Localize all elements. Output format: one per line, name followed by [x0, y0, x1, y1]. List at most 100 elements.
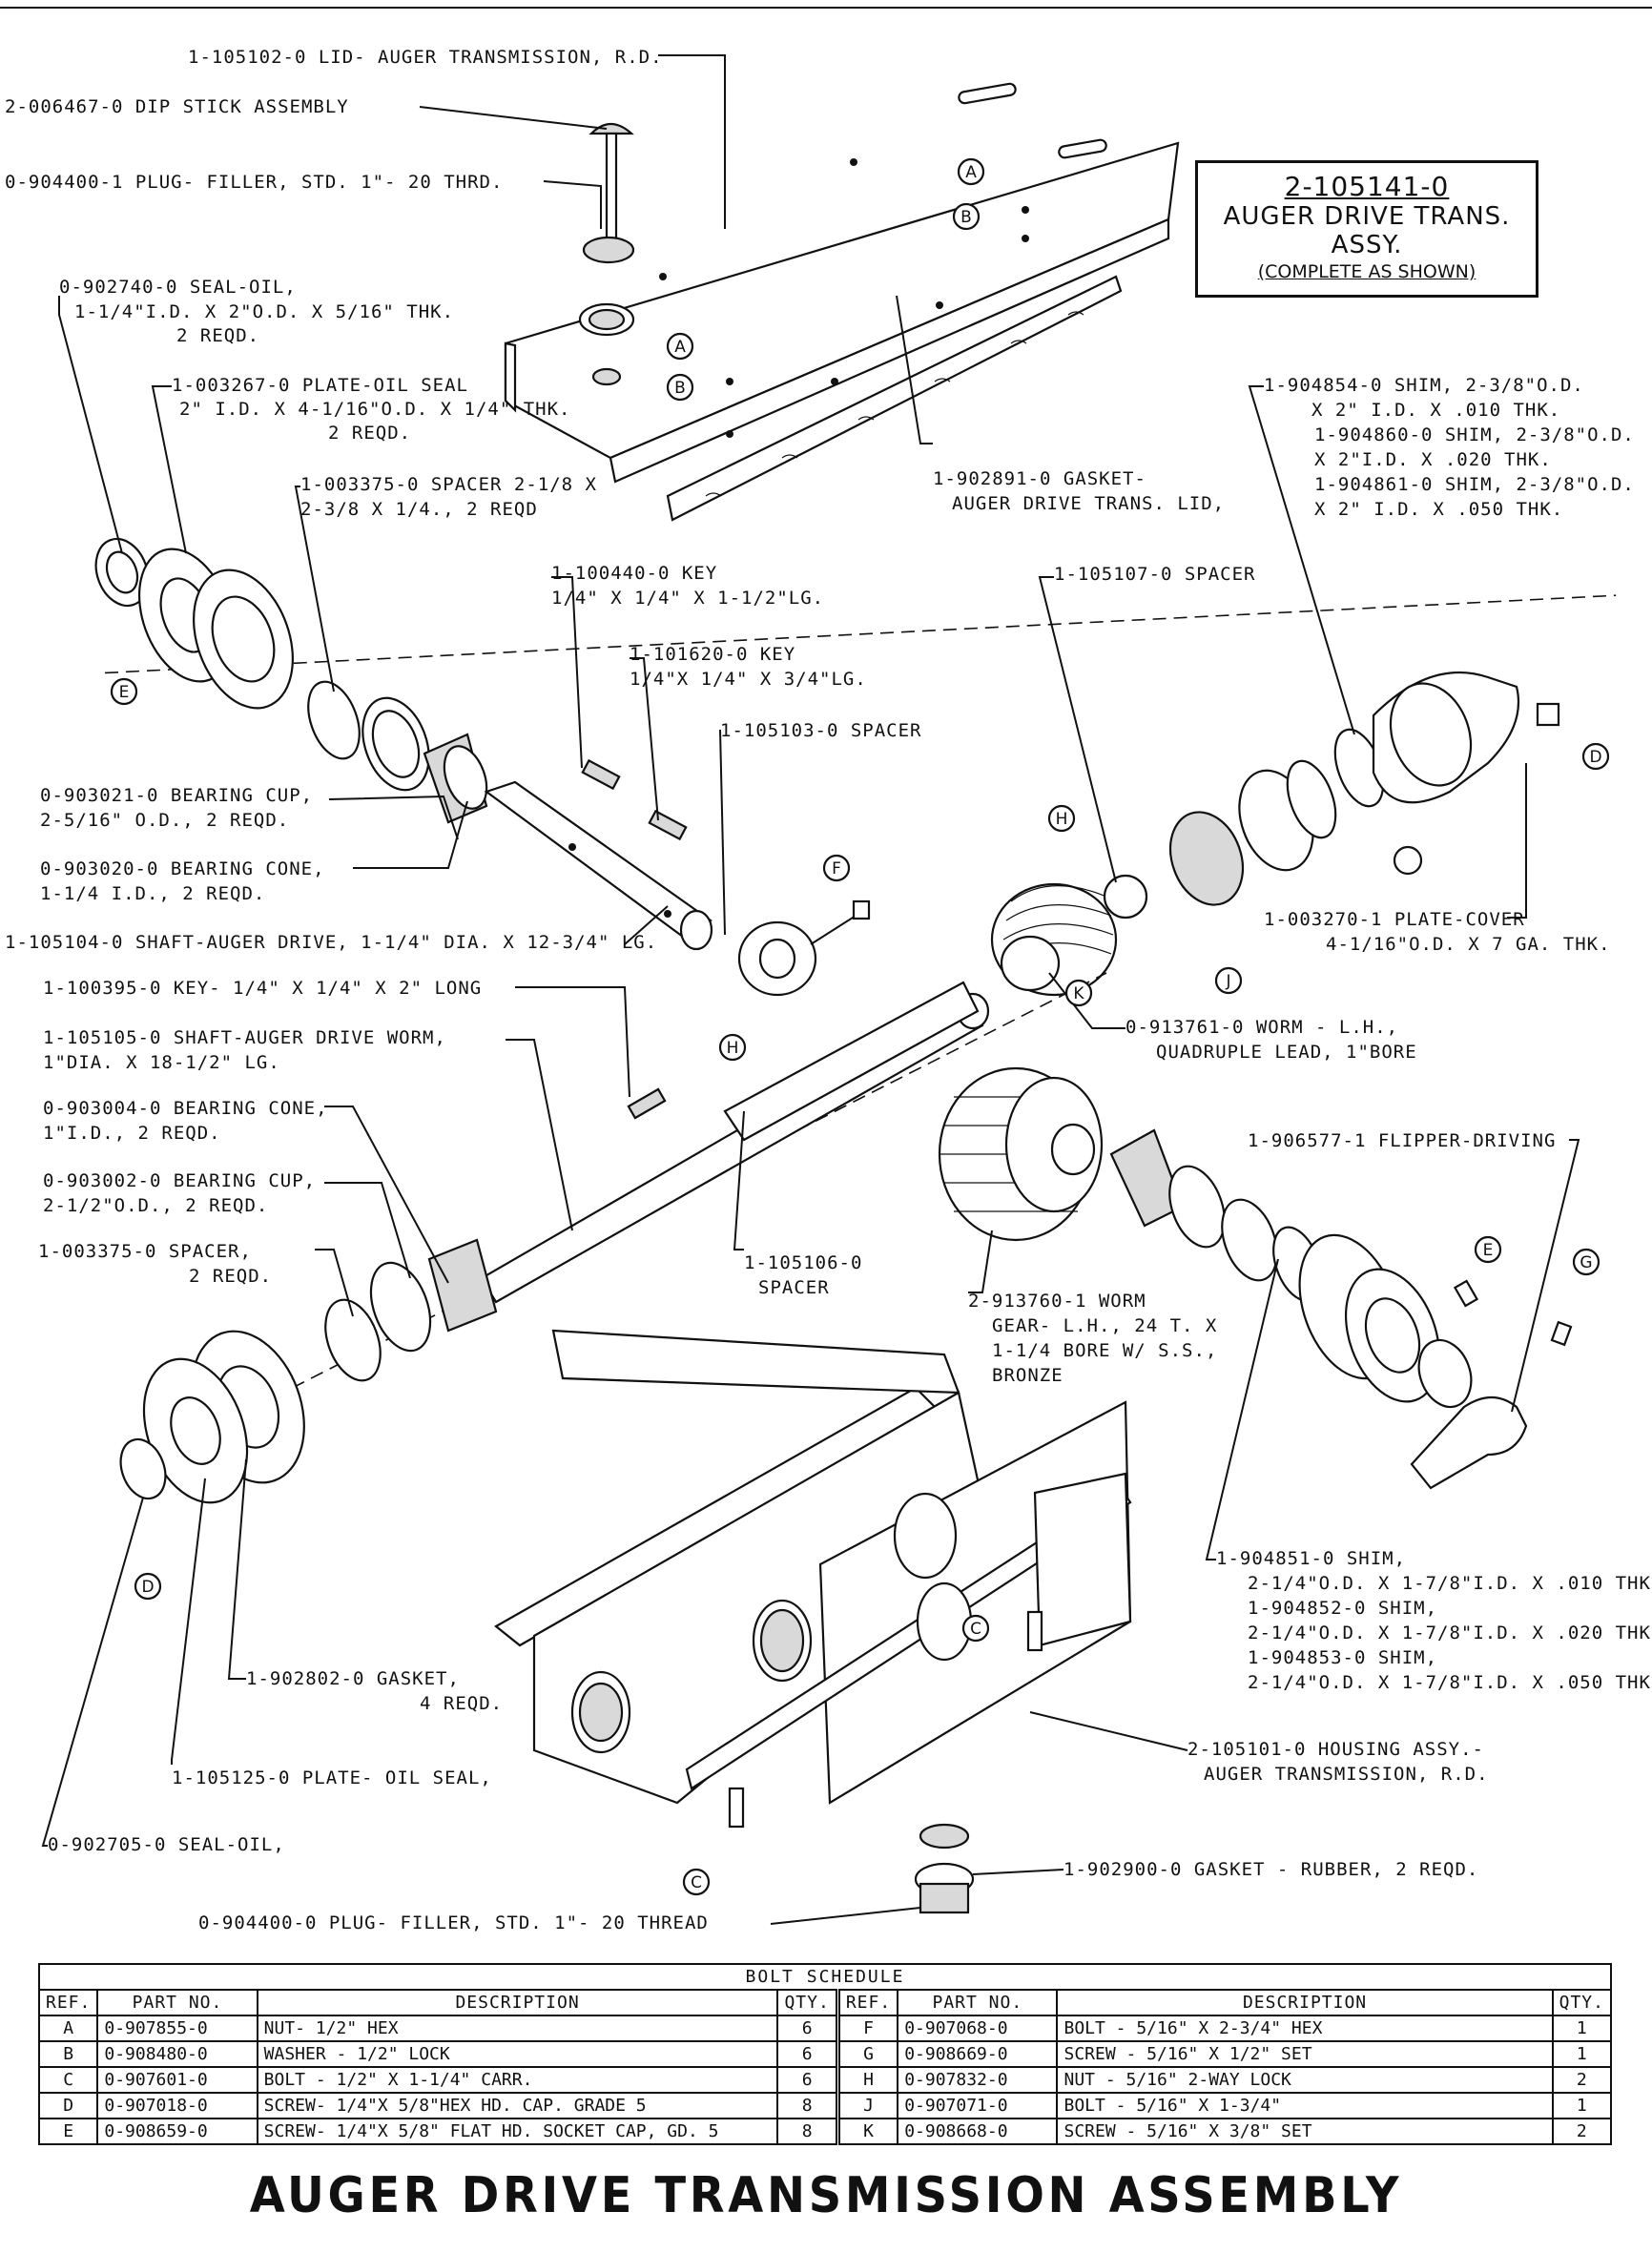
callout-markers: A B A B E F H H J K D E G D C C [110, 157, 1610, 1896]
svg-text:1-003375-0 SPACER 2-1/8 X: 1-003375-0 SPACER 2-1/8 X [300, 474, 597, 495]
svg-text:D: D [141, 1578, 154, 1597]
label-lid: 1-105102-0 LID- AUGER TRANSMISSION, R.D. [188, 47, 663, 68]
cell-ref: C [37, 2066, 99, 2094]
svg-text:1-003270-1 PLATE-COVER: 1-003270-1 PLATE-COVER [1264, 909, 1525, 930]
assembly-name-line1: AUGER DRIVE TRANS. [1223, 202, 1511, 231]
cell-ref: E [37, 2118, 99, 2145]
table-row: E 0-908659-0 SCREW- 1/4"X 5/8" FLAT HD. … [37, 2118, 1613, 2145]
cell-qty: 6 [776, 2040, 840, 2068]
label-plate-oil-seal-top: 1-003267-0 PLATE-OIL SEAL 2" I.D. X 4-1/… [172, 375, 570, 444]
cell-ref: B [37, 2040, 99, 2068]
cell-description: BOLT - 5/16" X 2-3/4" HEX [1056, 2015, 1554, 2042]
label-key-1-1-2: 1-100440-0 KEY 1/4" X 1/4" X 1-1/2"LG. [551, 563, 823, 609]
label-shaft-auger: 1-105104-0 SHAFT-AUGER DRIVE, 1-1/4" DIA… [5, 932, 657, 953]
assembly-number: 2-105141-0 [1284, 171, 1450, 202]
label-spacer-107: 1-105107-0 SPACER [1054, 564, 1255, 585]
callout-d-right: D [1581, 742, 1610, 771]
cell-part-no: 0-907832-0 [897, 2066, 1059, 2094]
label-plug-filler-top: 0-904400-1 PLUG- FILLER, STD. 1"- 20 THR… [5, 172, 503, 193]
callout-a-upper: A [957, 157, 985, 186]
label-shaft-worm: 1-105105-0 SHAFT-AUGER DRIVE WORM, 1"DIA… [43, 1027, 446, 1073]
svg-text:1-902891-0 GASKET-: 1-902891-0 GASKET- [933, 468, 1146, 489]
svg-text:0-903021-0 BEARING CUP,: 0-903021-0 BEARING CUP, [40, 785, 313, 806]
label-bearing-cone-top: 0-903020-0 BEARING CONE, 1-1/4 I.D., 2 R… [40, 858, 325, 904]
svg-text:2-1/4"O.D. X 1-7/8"I.D. X .050: 2-1/4"O.D. X 1-7/8"I.D. X .050 THK. [1248, 1672, 1652, 1693]
svg-text:2-5/16" O.D., 2 REQD.: 2-5/16" O.D., 2 REQD. [40, 810, 289, 831]
cell-description: WASHER - 1/2" LOCK [256, 2040, 779, 2068]
label-worm-gear: 2-913760-1 WORM GEAR- L.H., 24 T. X 1-1/… [968, 1291, 1216, 1386]
callout-e-left: E [110, 677, 138, 706]
header-qty-2: QTY. [1551, 1989, 1613, 2016]
svg-text:E: E [1483, 1241, 1494, 1260]
part-labels: 1-105102-0 LID- AUGER TRANSMISSION, R.D.… [5, 47, 1652, 1933]
svg-text:2 REQD.: 2 REQD. [176, 325, 259, 346]
svg-text:1/4"X 1/4" X 3/4"LG.: 1/4"X 1/4" X 3/4"LG. [630, 669, 867, 690]
housing-assembly [494, 1329, 1132, 1914]
label-shim-bottom: 1-904851-0 SHIM, 2-1/4"O.D. X 1-7/8"I.D.… [1216, 1548, 1652, 1693]
cell-description: SCREW- 1/4"X 5/8" FLAT HD. SOCKET CAP, G… [256, 2118, 779, 2145]
bolt-schedule-header-row: REF. PART NO. DESCRIPTION QTY. REF. PART… [37, 1989, 1613, 2016]
upper-shaft-assembly [94, 537, 1617, 997]
table-row: C 0-907601-0 BOLT - 1/2" X 1-1/4" CARR. … [37, 2066, 1613, 2094]
svg-text:1-1/4 I.D., 2 REQD.: 1-1/4 I.D., 2 REQD. [40, 883, 265, 904]
cell-part-no: 0-907855-0 [96, 2015, 258, 2042]
callout-c-left: C [682, 1868, 711, 1896]
svg-text:AUGER TRANSMISSION, R.D.: AUGER TRANSMISSION, R.D. [1204, 1764, 1489, 1785]
cell-description: BOLT - 5/16" X 1-3/4" [1056, 2092, 1554, 2119]
svg-text:0-903020-0 BEARING CONE,: 0-903020-0 BEARING CONE, [40, 858, 325, 879]
svg-text:C: C [691, 1873, 702, 1892]
svg-text:E: E [119, 683, 130, 702]
callout-c-right: C [961, 1614, 990, 1643]
cell-description: SCREW- 1/4"X 5/8"HEX HD. CAP. GRADE 5 [256, 2092, 779, 2119]
svg-text:X 2" I.D. X .050 THK.: X 2" I.D. X .050 THK. [1314, 499, 1563, 520]
cell-part-no: 0-907018-0 [96, 2092, 258, 2119]
svg-text:D: D [1589, 748, 1601, 767]
callout-g: G [1572, 1248, 1600, 1276]
svg-text:1-904851-0 SHIM,: 1-904851-0 SHIM, [1216, 1548, 1406, 1569]
svg-text:X 2" I.D. X .010 THK.: X 2" I.D. X .010 THK. [1311, 400, 1560, 421]
cell-qty: 6 [776, 2015, 840, 2042]
table-row: D 0-907018-0 SCREW- 1/4"X 5/8"HEX HD. CA… [37, 2092, 1613, 2119]
lower-shaft-assembly [119, 972, 1573, 1504]
header-part-no: PART NO. [96, 1989, 258, 2016]
callout-a-lower: A [666, 332, 694, 361]
svg-text:1-100440-0 KEY: 1-100440-0 KEY [551, 563, 717, 584]
cell-qty: 8 [776, 2092, 840, 2119]
svg-text:4 REQD.: 4 REQD. [420, 1693, 503, 1714]
svg-text:J: J [1225, 972, 1230, 991]
label-worm-lh: 0-913761-0 WORM - L.H., QUADRUPLE LEAD, … [1125, 1017, 1417, 1063]
cell-qty: 1 [1551, 2015, 1613, 2042]
svg-text:2-3/8 X 1/4., 2 REQD: 2-3/8 X 1/4., 2 REQD [300, 499, 538, 520]
svg-text:1-003375-0 SPACER,: 1-003375-0 SPACER, [38, 1241, 252, 1262]
header-ref-2: REF. [836, 1989, 899, 2016]
label-key-3-4: 1-101620-0 KEY 1/4"X 1/4" X 3/4"LG. [630, 644, 867, 690]
label-key-2: 1-100395-0 KEY- 1/4" X 1/4" X 2" LONG [43, 978, 482, 999]
callout-d-left: D [134, 1572, 162, 1601]
svg-text:1-904852-0 SHIM,: 1-904852-0 SHIM, [1248, 1598, 1437, 1619]
svg-text:2 REQD.: 2 REQD. [328, 423, 411, 444]
svg-text:1-101620-0 KEY: 1-101620-0 KEY [630, 644, 795, 665]
svg-text:H: H [1056, 810, 1068, 829]
label-seal-oil-bottom: 0-902705-0 SEAL-OIL, [48, 1834, 285, 1855]
svg-text:1-904854-0 SHIM, 2-3/8"O.D.: 1-904854-0 SHIM, 2-3/8"O.D. [1264, 375, 1584, 396]
svg-text:1-105105-0 SHAFT-AUGER DRIVE: 1-105105-0 SHAFT-AUGER DRIVE WORM, [43, 1027, 446, 1048]
cell-qty: 8 [776, 2118, 840, 2145]
svg-text:A: A [965, 163, 977, 182]
callout-h-right: H [1047, 804, 1076, 833]
label-dip-stick: 2-006467-0 DIP STICK ASSEMBLY [5, 96, 349, 117]
label-housing: 2-105101-0 HOUSING ASSY.- AUGER TRANSMIS… [1187, 1739, 1489, 1785]
page-title: AUGER DRIVE TRANSMISSION ASSEMBLY [249, 2167, 1403, 2224]
leader-lines [41, 54, 1580, 1925]
svg-text:B: B [674, 379, 686, 398]
header-description: DESCRIPTION [256, 1989, 779, 2016]
svg-text:2-1/2"O.D., 2 REQD.: 2-1/2"O.D., 2 REQD. [43, 1195, 268, 1216]
cell-part-no: 0-907068-0 [897, 2015, 1059, 2042]
svg-text:2-105101-0 HOUSING ASSY.-: 2-105101-0 HOUSING ASSY.- [1187, 1739, 1484, 1760]
label-gasket-lid: 1-902891-0 GASKET- AUGER DRIVE TRANS. LI… [933, 468, 1224, 514]
svg-text:1-105106-0: 1-105106-0 [744, 1252, 862, 1273]
label-shim-top: 1-904854-0 SHIM, 2-3/8"O.D. X 2" I.D. X … [1264, 375, 1634, 520]
assembly-note: (COMPLETE AS SHOWN) [1257, 261, 1476, 282]
label-spacer-bottom: 1-003375-0 SPACER, 2 REQD. [38, 1241, 271, 1287]
svg-text:QUADRUPLE LEAD, 1"BORE: QUADRUPLE LEAD, 1"BORE [1156, 1042, 1417, 1063]
